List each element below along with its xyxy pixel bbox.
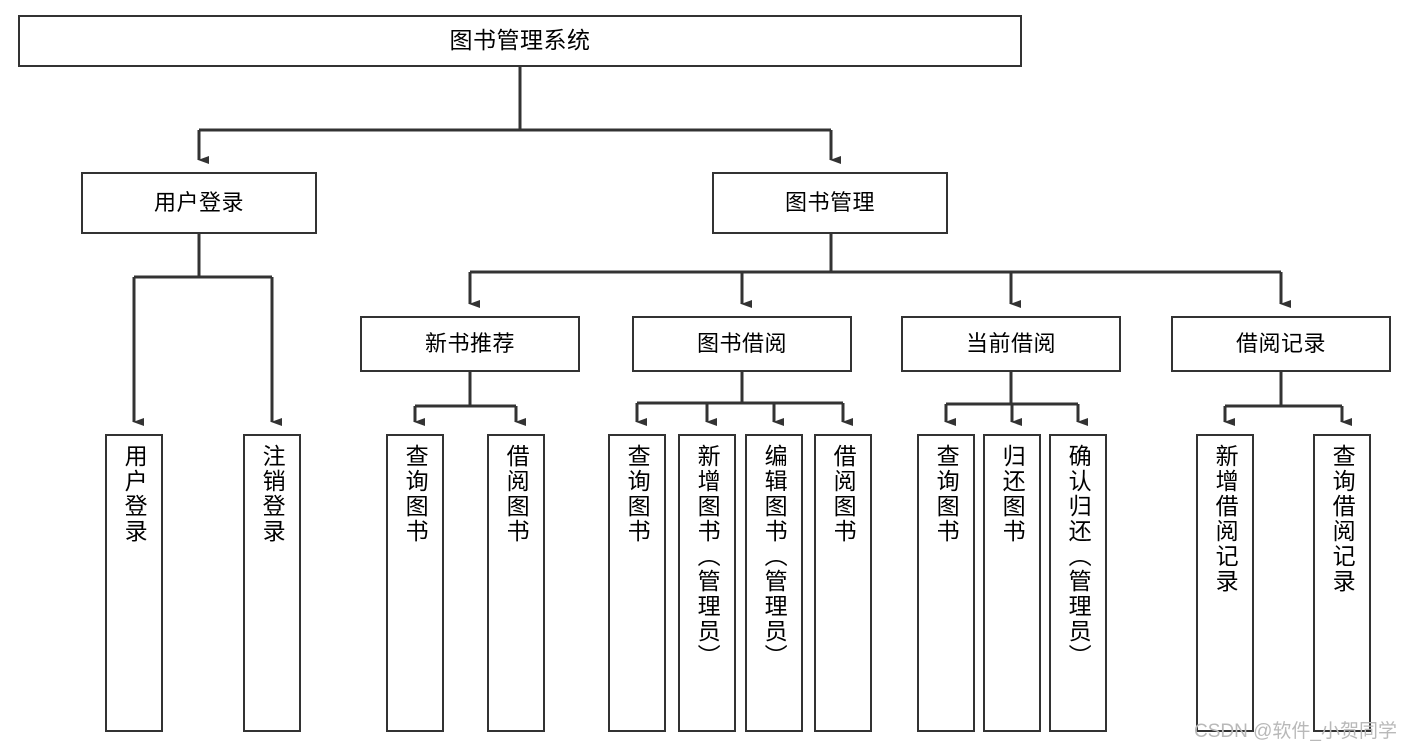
node-leaf-edit-book-admin-label: 编辑图书（管理员） — [761, 444, 788, 669]
node-leaf-query-book-rec-label: 查询图书 — [402, 444, 429, 544]
node-book-borrow-label: 图书借阅 — [696, 330, 787, 356]
node-leaf-logout-label: 注销登录 — [259, 444, 286, 544]
node-leaf-edit-book-admin[interactable]: 编辑图书（管理员） — [745, 434, 803, 732]
node-book-manage-label: 图书管理 — [784, 189, 875, 215]
node-leaf-confirm-return-admin-label: 确认归还（管理员） — [1065, 444, 1092, 669]
node-leaf-return-book-label: 归还图书 — [999, 444, 1026, 544]
node-leaf-query-book-borrow[interactable]: 查询图书 — [608, 434, 666, 732]
node-leaf-logout[interactable]: 注销登录 — [243, 434, 301, 732]
node-leaf-add-borrow-record[interactable]: 新增借阅记录 — [1196, 434, 1254, 732]
node-user-login-label: 用户登录 — [153, 189, 244, 215]
node-leaf-user-login[interactable]: 用户登录 — [105, 434, 163, 732]
node-user-login[interactable]: 用户登录 — [81, 172, 317, 234]
node-leaf-borrow-book-label: 借阅图书 — [830, 444, 857, 544]
node-leaf-user-login-label: 用户登录 — [121, 444, 148, 544]
node-book-borrow[interactable]: 图书借阅 — [632, 316, 852, 372]
node-leaf-borrow-book-rec-label: 借阅图书 — [503, 444, 530, 544]
node-leaf-borrow-book[interactable]: 借阅图书 — [814, 434, 872, 732]
watermark-text: CSDN @软件_小贺同学 — [1194, 721, 1397, 742]
node-current-borrow[interactable]: 当前借阅 — [901, 316, 1121, 372]
node-new-book-recommend[interactable]: 新书推荐 — [360, 316, 580, 372]
node-leaf-query-book-current-label: 查询图书 — [933, 444, 960, 544]
node-leaf-return-book[interactable]: 归还图书 — [983, 434, 1041, 732]
node-leaf-query-borrow-record-label: 查询借阅记录 — [1329, 444, 1356, 594]
node-leaf-add-borrow-record-label: 新增借阅记录 — [1212, 444, 1239, 594]
node-root-label: 图书管理系统 — [449, 27, 591, 54]
node-leaf-add-book-admin-label: 新增图书（管理员） — [694, 444, 721, 669]
node-leaf-query-book-rec[interactable]: 查询图书 — [386, 434, 444, 732]
node-current-borrow-label: 当前借阅 — [965, 330, 1056, 356]
node-root[interactable]: 图书管理系统 — [18, 15, 1022, 67]
node-leaf-query-book-current[interactable]: 查询图书 — [917, 434, 975, 732]
node-leaf-query-borrow-record[interactable]: 查询借阅记录 — [1313, 434, 1371, 732]
node-book-manage[interactable]: 图书管理 — [712, 172, 948, 234]
node-leaf-confirm-return-admin[interactable]: 确认归还（管理员） — [1049, 434, 1107, 732]
node-borrow-record-label: 借阅记录 — [1235, 330, 1326, 356]
node-leaf-query-book-borrow-label: 查询图书 — [624, 444, 651, 544]
node-leaf-borrow-book-rec[interactable]: 借阅图书 — [487, 434, 545, 732]
node-new-book-recommend-label: 新书推荐 — [424, 330, 515, 356]
node-leaf-add-book-admin[interactable]: 新增图书（管理员） — [678, 434, 736, 732]
node-borrow-record[interactable]: 借阅记录 — [1171, 316, 1391, 372]
